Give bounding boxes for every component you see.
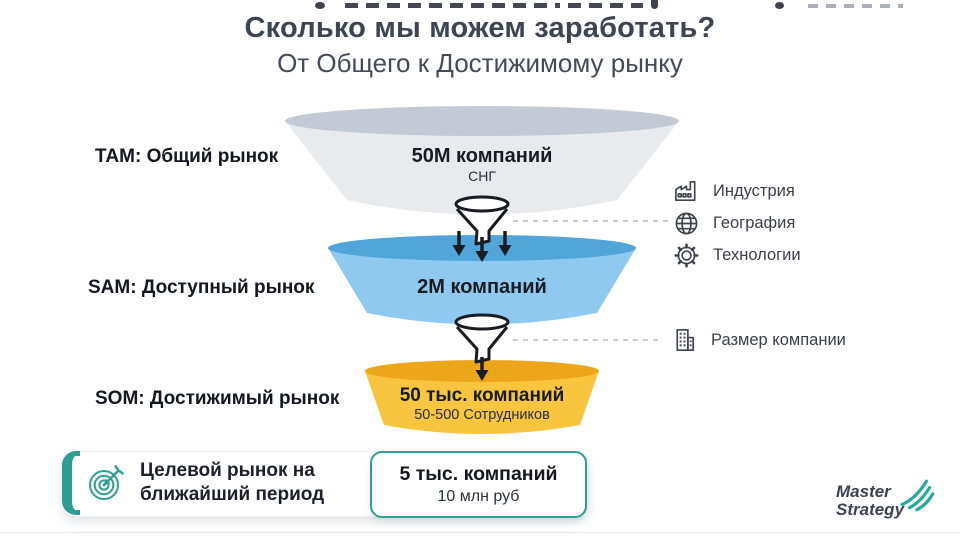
logo-swoosh-icon: [900, 479, 935, 512]
som-value: 50 тыс. компаний: [399, 385, 565, 406]
filter-row-geography: География: [673, 210, 795, 237]
logo-wordmark: Master Strategy: [836, 482, 905, 520]
sam-label: SAM: Доступный рынок: [88, 277, 315, 298]
filter-label: Индустрия: [713, 182, 795, 200]
target-value: 5 тыс. компаний: [399, 463, 558, 485]
target-title: Целевой рынок на ближайший период: [140, 460, 325, 506]
tam-value: 50M компаний: [411, 145, 553, 167]
sam-value: 2M компаний: [417, 276, 547, 298]
factory-icon: [675, 181, 696, 201]
teal-bracket: [62, 451, 80, 515]
globe-icon: [675, 212, 698, 235]
tam-label: ТАМ: Общий рынок: [95, 146, 279, 167]
filter-row-company-size: Размер компании: [671, 327, 846, 354]
top-edge-artifact: [808, 4, 903, 8]
filter-label: Технологии: [713, 246, 801, 264]
top-edge-artifact: [568, 3, 643, 8]
som-label: SOM: Достижимый рынок: [95, 388, 340, 409]
target-subvalue: 10 млн руб: [437, 488, 520, 505]
bottom-divider: [0, 532, 960, 533]
top-edge-artifact: [775, 2, 784, 9]
tam-segment-top: [285, 106, 679, 136]
top-edge-artifact: [345, 3, 560, 8]
page-title: Сколько мы можем заработать?: [244, 12, 716, 44]
building-icon: [676, 329, 694, 351]
som-subvalue: 50-500 Сотрудников: [414, 407, 550, 423]
funnel-icon: [454, 195, 510, 246]
top-edge-artifact: [651, 0, 658, 9]
som-segment-body: [365, 371, 599, 434]
filter-label: Размер компании: [711, 331, 846, 349]
filter-label: География: [713, 214, 796, 232]
funnel-icon: [454, 313, 510, 364]
page-subtitle: От Общего к Достижимому рынку: [277, 48, 683, 78]
gear-icon: [674, 243, 699, 268]
down-arrow-icon: [475, 357, 489, 381]
tam-segment-body: [285, 121, 679, 215]
target-value-card: 5 тыс. компаний 10 млн руб: [370, 451, 587, 518]
filter-row-technology: Технологии: [673, 242, 801, 269]
top-edge-artifact: [315, 2, 325, 9]
sam-segment-body: [328, 248, 636, 325]
down-arrows-icon: [452, 231, 512, 262]
tam-subvalue: СНГ: [468, 168, 496, 184]
filter-row-industry: Индустрия: [673, 178, 795, 205]
target-icon: [89, 464, 125, 500]
